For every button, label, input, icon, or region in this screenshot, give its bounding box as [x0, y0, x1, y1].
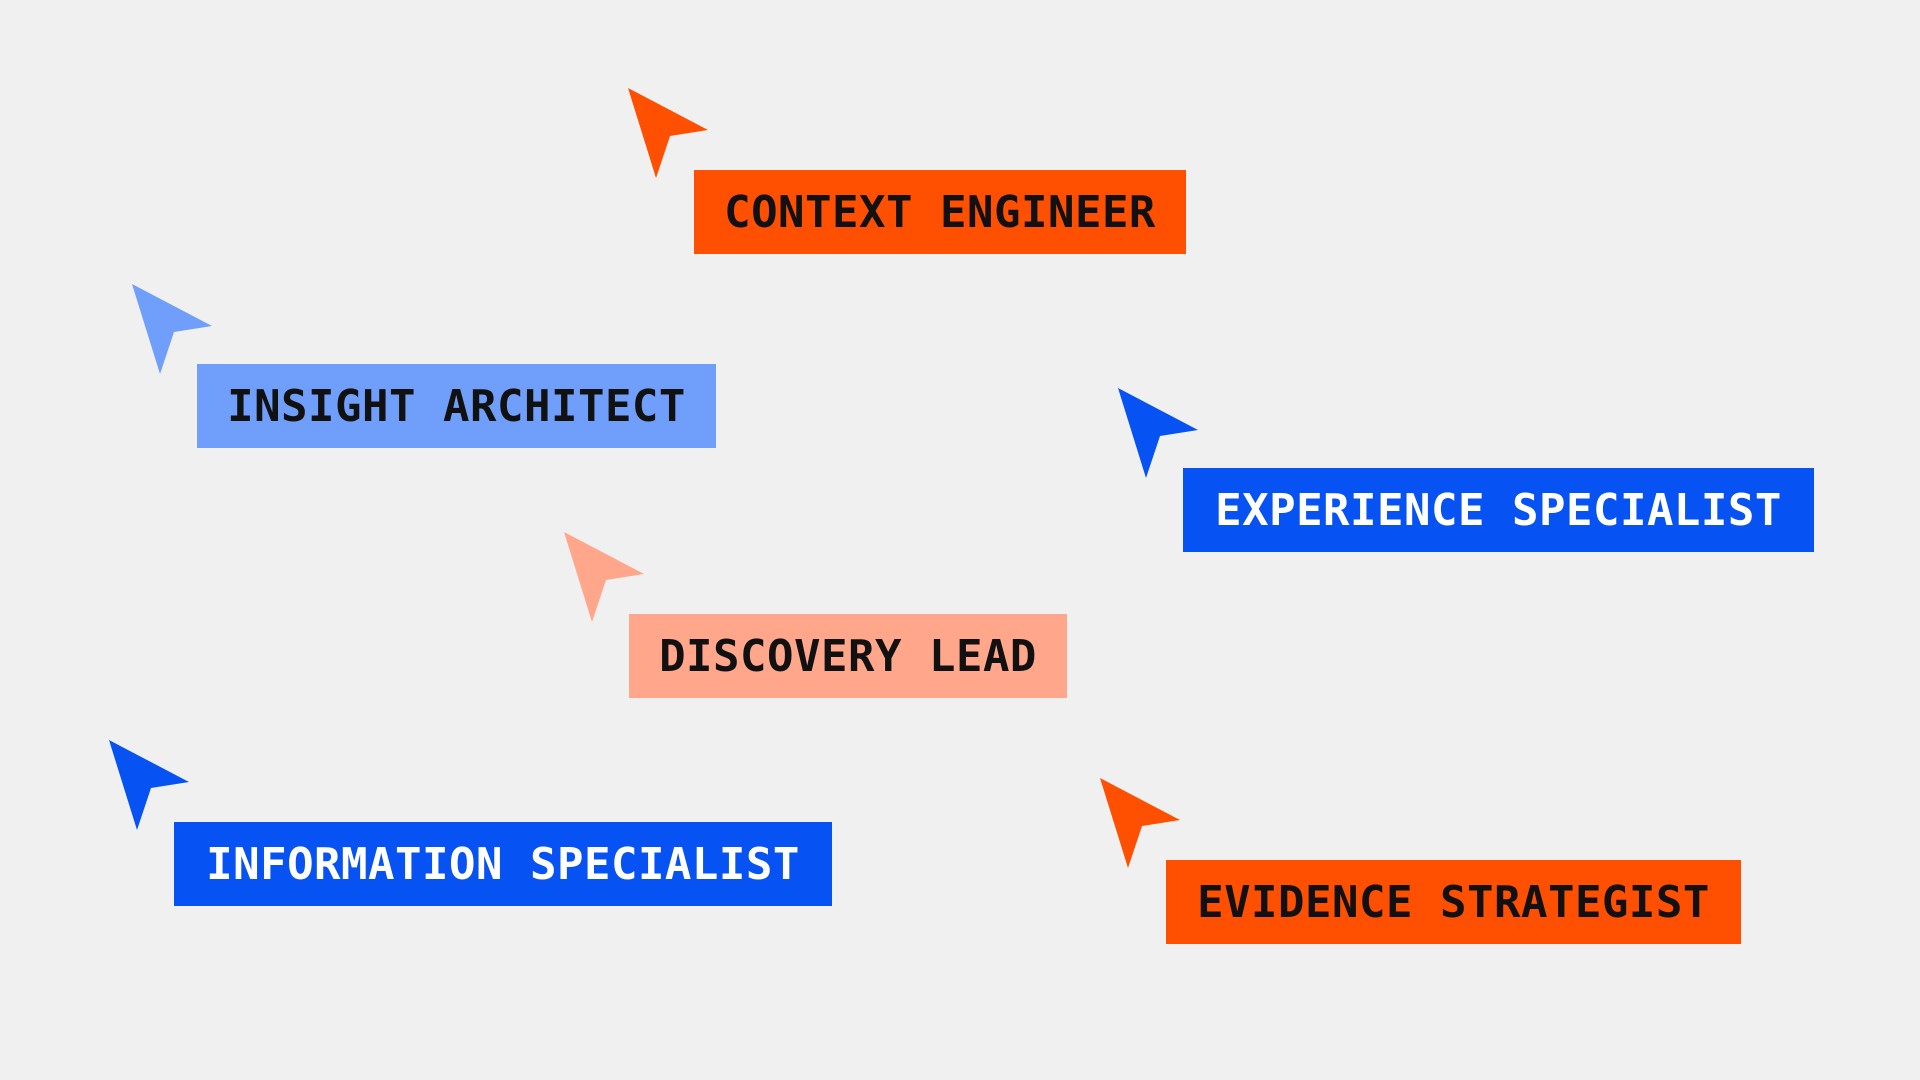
pointer-cursor-icon [628, 88, 710, 178]
pointer-cursor-icon [564, 532, 646, 622]
label-discovery-lead: DISCOVERY LEAD [629, 614, 1067, 698]
label-insight-architect: INSIGHT ARCHITECT [197, 364, 716, 448]
label-evidence-strategist: EVIDENCE STRATEGIST [1166, 860, 1741, 944]
label-information-specialist: INFORMATION SPECIALIST [174, 822, 832, 906]
pointer-cursor-icon [132, 284, 214, 374]
label-experience-specialist: EXPERIENCE SPECIALIST [1183, 468, 1814, 552]
pointer-cursor-icon [109, 740, 191, 830]
pointer-cursor-icon [1100, 778, 1182, 868]
pointer-cursor-icon [1118, 388, 1200, 478]
label-context-engineer: CONTEXT ENGINEER [694, 170, 1186, 254]
